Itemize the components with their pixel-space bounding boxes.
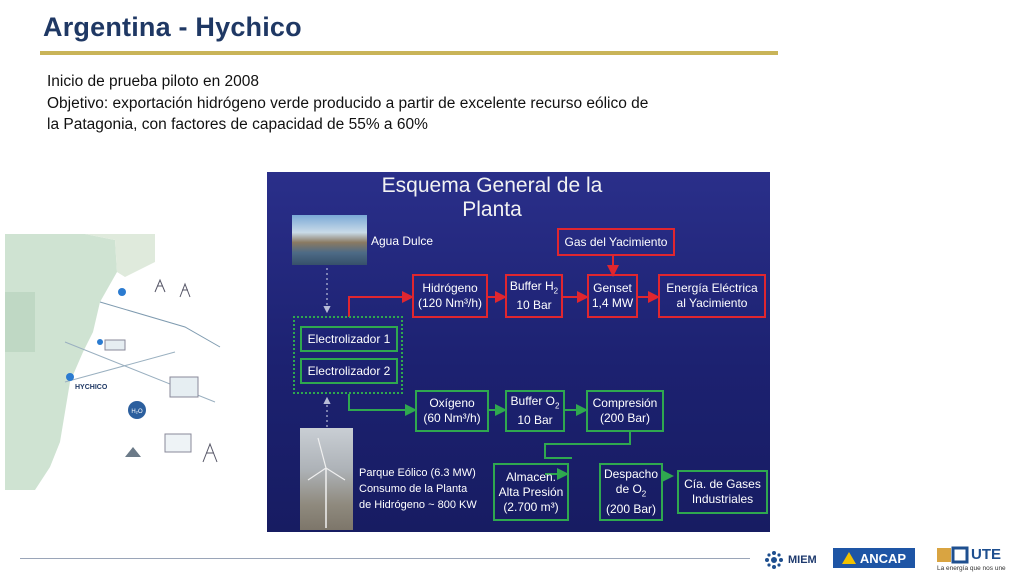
buffer-h2-box: Buffer H2 10 Bar bbox=[505, 274, 563, 318]
title-underline bbox=[40, 51, 778, 55]
location-pin-icon bbox=[118, 288, 126, 296]
body-line-3: la Patagonia, con factores de capacidad … bbox=[47, 116, 428, 133]
cia-gases-box: Cía. de Gases Industriales bbox=[677, 470, 768, 514]
ute-tagline: La energía que nos une bbox=[937, 565, 1006, 572]
gas-yacimiento-box: Gas del Yacimiento bbox=[557, 228, 675, 256]
oxigeno-box: Oxígeno (60 Nm³/h) bbox=[415, 390, 489, 432]
ute-logo: UTE La energía que nos une bbox=[937, 546, 1009, 574]
hychico-map-illustration: H₂O HYCHICO bbox=[5, 232, 245, 492]
electrolizador-2-box: Electrolizador 2 bbox=[300, 358, 398, 384]
ancap-triangle-icon bbox=[841, 552, 856, 564]
hychico-map-label: HYCHICO bbox=[75, 384, 108, 391]
body-text: Inicio de prueba piloto en 2008 Objetivo… bbox=[47, 71, 767, 136]
schematic-title: Esquema General de la Planta bbox=[381, 174, 603, 221]
despacho-o2-box: Despacho de O2 (200 Bar) bbox=[599, 463, 663, 521]
miem-emblem-icon bbox=[765, 551, 783, 569]
body-line-2: Objetivo: exportación hidrógeno verde pr… bbox=[47, 94, 649, 112]
energia-electrica-box: Energía Eléctrica al Yacimiento bbox=[658, 274, 766, 318]
plant-schematic: Esquema General de la Planta bbox=[267, 172, 770, 532]
miem-logo: MIEM bbox=[764, 548, 817, 572]
pylon-icon bbox=[154, 278, 218, 463]
wind-turbine-icon bbox=[307, 437, 346, 528]
h2o-drop-icon bbox=[128, 401, 146, 419]
agua-dulce-label: Agua Dulce bbox=[371, 234, 434, 248]
compresion-box: Compresión (200 Bar) bbox=[586, 390, 664, 432]
parque-eolico-photo bbox=[300, 428, 353, 530]
body-line-1: Inicio de prueba piloto en 2008 bbox=[47, 73, 259, 90]
miem-logo-text: MIEM bbox=[788, 554, 817, 566]
electrolizador-group bbox=[293, 316, 403, 394]
ute-logo-text: UTE bbox=[971, 546, 1001, 563]
agua-dulce-photo bbox=[292, 215, 367, 265]
h2o-label: H₂O bbox=[131, 409, 143, 415]
ancap-logo: ANCAP bbox=[833, 548, 915, 568]
footer-rule bbox=[20, 558, 750, 559]
ute-logo-mark-icon bbox=[937, 546, 969, 564]
hidrogeno-box: Hidrógeno (120 Nm³/h) bbox=[412, 274, 488, 318]
buffer-o2-box: Buffer O2 10 Bar bbox=[505, 390, 565, 432]
almacen-box: Almacen. Alta Presión (2.700 m³) bbox=[493, 463, 569, 521]
parque-eolico-label: Parque Eólico (6.3 MW) Consumo de la Pla… bbox=[359, 467, 477, 511]
electrolizador-1-box: Electrolizador 1 bbox=[300, 326, 398, 352]
genset-box: Genset 1,4 MW bbox=[587, 274, 638, 318]
schematic-connectors bbox=[323, 256, 674, 482]
slide-title: Argentina - Hychico bbox=[43, 12, 302, 42]
